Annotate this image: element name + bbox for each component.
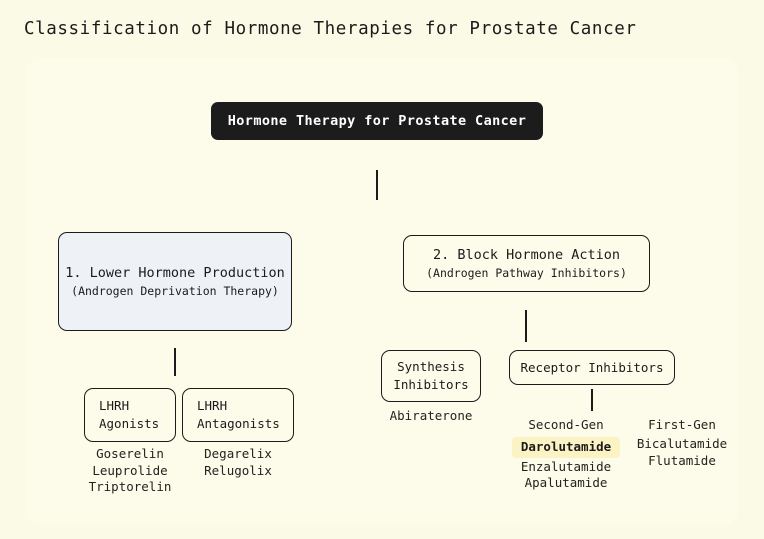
node-lhrh-agonists[interactable]: LHRH Agonists [84, 388, 176, 442]
lhrh-agonists-label-line2: Agonists [99, 416, 160, 431]
lhrh-antagonists-label-line1: LHRH [197, 398, 228, 413]
lhrh-agonists-label-line1: LHRH [99, 398, 130, 413]
first-gen-heading: First-Gen [648, 417, 716, 432]
node-branch-lower-hormone-production[interactable]: 1. Lower Hormone Production (Androgen De… [58, 232, 292, 331]
drug-list-lhrh-antagonists: Degarelix Relugolix [172, 446, 304, 479]
branch-1-subtitle: (Androgen Deprivation Therapy) [71, 283, 279, 298]
branch-1-title: 1. Lower Hormone Production [65, 264, 285, 281]
connector-branch1-to-lhrh [174, 348, 176, 376]
drug-item: Goserelin [96, 446, 164, 461]
diagram-panel: Hormone Therapy for Prostate Cancer 1. L… [26, 58, 738, 525]
connector-receptor-to-generations [591, 389, 593, 411]
drug-group-second-gen: Second-Gen Darolutamide Enzalutamide Apa… [498, 416, 634, 492]
drug-item: Relugolix [204, 462, 272, 478]
node-root-label: Hormone Therapy for Prostate Cancer [227, 112, 527, 129]
drug-item: Flutamide [648, 452, 716, 468]
drug-list-lhrh-agonists: Goserelin Leuprolide Triptorelin [64, 446, 196, 496]
connector-branch2-to-children [525, 310, 527, 342]
node-receptor-inhibitors[interactable]: Receptor Inhibitors [509, 350, 675, 385]
drug-item-highlighted: Darolutamide [511, 437, 621, 458]
branch-2-subtitle: (Androgen Pathway Inhibitors) [426, 265, 627, 280]
page-title: Classification of Hormone Therapies for … [24, 19, 637, 39]
node-lhrh-antagonists[interactable]: LHRH Antagonists [182, 388, 294, 442]
receptor-inhibitors-label: Receptor Inhibitors [520, 359, 664, 375]
connector-root-to-branches [376, 170, 378, 200]
drug-item: Triptorelin [88, 479, 172, 494]
drug-item: Enzalutamide [520, 458, 612, 474]
branch-2-title: 2. Block Hormone Action [433, 246, 620, 263]
drug-item: Bicalutamide [636, 436, 728, 451]
drug-item: Abiraterone [389, 408, 473, 423]
lhrh-antagonists-label-line2: Antagonists [197, 416, 280, 431]
drug-item: Leuprolide [92, 462, 168, 478]
drug-item: Degarelix [204, 446, 272, 461]
drug-list-synthesis-inhibitors: Abiraterone [360, 408, 502, 425]
drug-item: Apalutamide [524, 475, 608, 490]
node-synthesis-inhibitors[interactable]: Synthesis Inhibitors [381, 350, 481, 402]
synthesis-inhibitors-label-line1: Synthesis [397, 359, 465, 374]
node-root-hormone-therapy[interactable]: Hormone Therapy for Prostate Cancer [211, 102, 543, 140]
second-gen-heading: Second-Gen [528, 417, 604, 432]
node-branch-block-hormone-action[interactable]: 2. Block Hormone Action (Androgen Pathwa… [403, 235, 650, 292]
drug-group-first-gen: First-Gen Bicalutamide Flutamide [614, 416, 750, 469]
synthesis-inhibitors-label-line2: Inhibitors [393, 377, 469, 392]
